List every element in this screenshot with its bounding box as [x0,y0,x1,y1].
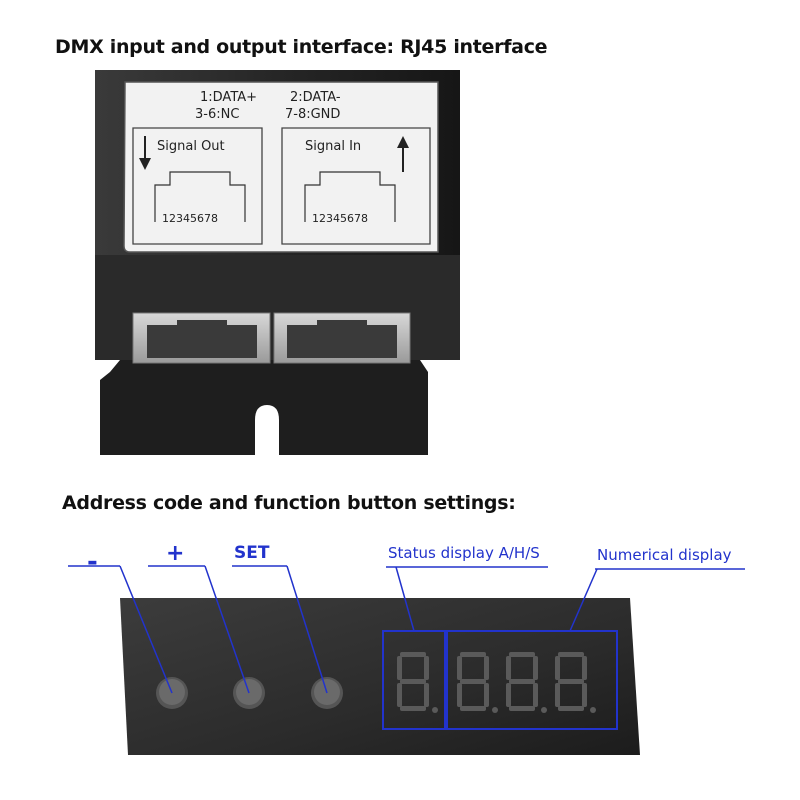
status-display-label: Status display A/H/S [388,544,540,562]
arrow-down-icon [139,136,151,170]
heading-rj45-interface: DMX input and output interface: RJ45 int… [55,36,548,58]
pin-data-minus: 2:DATA- [290,90,341,105]
rj45-port-in [273,312,411,364]
control-panel-photo [120,598,640,755]
minus-label: - [87,547,98,577]
dmx-device-photo: 1:DATA+ 2:DATA- 3-6:NC 7-8:GND Signal Ou… [95,70,460,455]
numeric-digit-3 [555,652,596,713]
pin-gnd: 7-8:GND [285,107,340,122]
pin-nc: 3-6:NC [195,107,239,122]
annotations: - + SET Status display A/H/S Numerical d… [68,541,745,694]
pins-in-numbers: 12345678 [312,212,368,225]
pinout-label-plate: 1:DATA+ 2:DATA- 3-6:NC 7-8:GND Signal Ou… [123,81,439,253]
pins-out-numbers: 12345678 [162,212,218,225]
plus-label: + [166,541,184,566]
signal-out-label: Signal Out [157,139,225,154]
numerical-display-frame [446,630,618,730]
numerical-display-label: Numerical display [597,546,732,564]
pin-data-plus: 1:DATA+ [200,90,257,105]
numeric-digit-2 [506,652,547,713]
arrow-up-icon [397,136,409,172]
heading-address-settings: Address code and function button setting… [62,492,516,514]
signal-in-label: Signal In [305,139,361,154]
numeric-digit-1 [457,652,498,713]
set-label: SET [234,543,270,563]
rj45-port-out [132,312,271,364]
status-digit [397,652,438,713]
mounting-slot [255,405,279,455]
